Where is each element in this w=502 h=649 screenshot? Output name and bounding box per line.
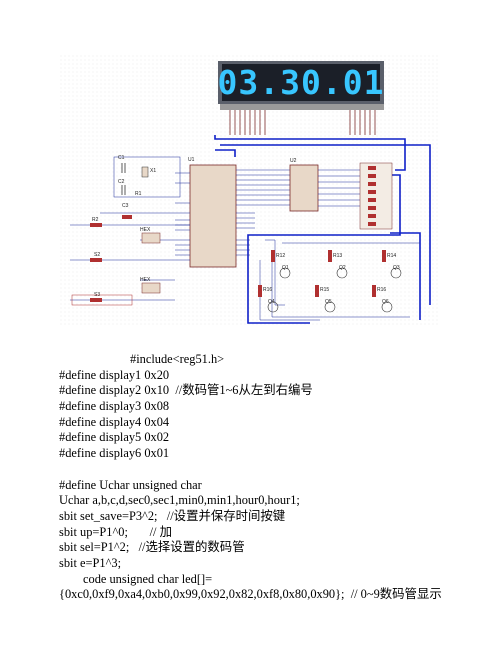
c3-label: C3 (122, 203, 129, 209)
source-code: #include<reg51.h> #define display1 0x20 … (59, 352, 499, 603)
s2-label: S2 (94, 252, 100, 258)
u2-label: U2 (290, 158, 297, 164)
oscillator-circuit: C1 C2 X1 (113, 155, 181, 198)
code-line-4: #define display3 0x08 (59, 399, 170, 414)
hex-label-2: HEX (140, 277, 151, 283)
q1-label: Q1 (282, 265, 289, 271)
code-line-5: #define display4 0x04 (59, 414, 170, 429)
seven-segment-display: 03.30.01 (218, 61, 385, 110)
code-line-8 (59, 462, 499, 478)
hex-label-1: HEX (140, 227, 151, 233)
code-line-11: sbit set_save=P3^2; //设置并保存时间按键 (59, 508, 286, 523)
q5-label: Q5 (325, 299, 332, 305)
code-line-9: #define Uchar unsigned char (59, 477, 202, 492)
bus-wires (214, 135, 431, 324)
u1-label: U1 (188, 157, 195, 163)
q3-label: Q3 (393, 265, 400, 271)
display-pins (229, 110, 376, 135)
code-line-12: sbit up=P1^0; // 加 (59, 524, 172, 539)
code-line-13: sbit sel=P1^2; //选择设置的数码管 (59, 540, 245, 555)
r13-label: R13 (333, 253, 342, 259)
code-line-7: #define display6 0x01 (59, 446, 170, 461)
code-line-3: #define display2 0x10 //数码管1~6从左到右编号 (59, 383, 313, 398)
r1-label: R1 (135, 191, 142, 197)
code-line-6: #define display5 0x02 (59, 430, 170, 445)
code-line-2: #define display1 0x20 (59, 367, 170, 382)
r15-label: R15 (320, 287, 329, 293)
r16-label: R16 (263, 287, 272, 293)
display-digits: 03.30.01 (218, 63, 385, 102)
u1-microcontroller: U1 (175, 157, 290, 268)
resistor-network (359, 162, 393, 230)
button-rows: R2 S2 S3 HEX HEX (70, 217, 190, 306)
transistor-array: R12 R13 R14 R16 R15 R16 Q1 Q2 Q3 Q4 Q5 Q… (258, 239, 420, 321)
circuit-schematic: 03.30.01 U1 (60, 55, 438, 325)
code-line-1: #include<reg51.h> (130, 352, 225, 366)
u2-driver: U2 (289, 158, 360, 212)
code-line-10: Uchar a,b,c,d,sec0,sec1,min0,min1,hour0,… (59, 493, 300, 508)
code-line-15: code unsigned char led[]= (83, 571, 213, 586)
c1-label: C1 (118, 155, 125, 161)
r12-label: R12 (276, 253, 285, 259)
code-line-14: sbit e=P1^3; (59, 555, 122, 570)
r16b-label: R16 (377, 287, 386, 293)
c2-label: C2 (118, 179, 125, 185)
q6-label: Q6 (382, 299, 389, 305)
r2-label: R2 (92, 217, 99, 223)
code-line-16: {0xc0,0xf9,0xa4,0xb0,0x99,0x92,0x82,0xf8… (59, 587, 442, 602)
q4-label: Q4 (268, 299, 275, 305)
r14-label: R14 (387, 253, 396, 259)
x1-label: X1 (150, 168, 156, 174)
q2-label: Q2 (339, 265, 346, 271)
reset-circuit: C3 R1 (100, 191, 190, 219)
